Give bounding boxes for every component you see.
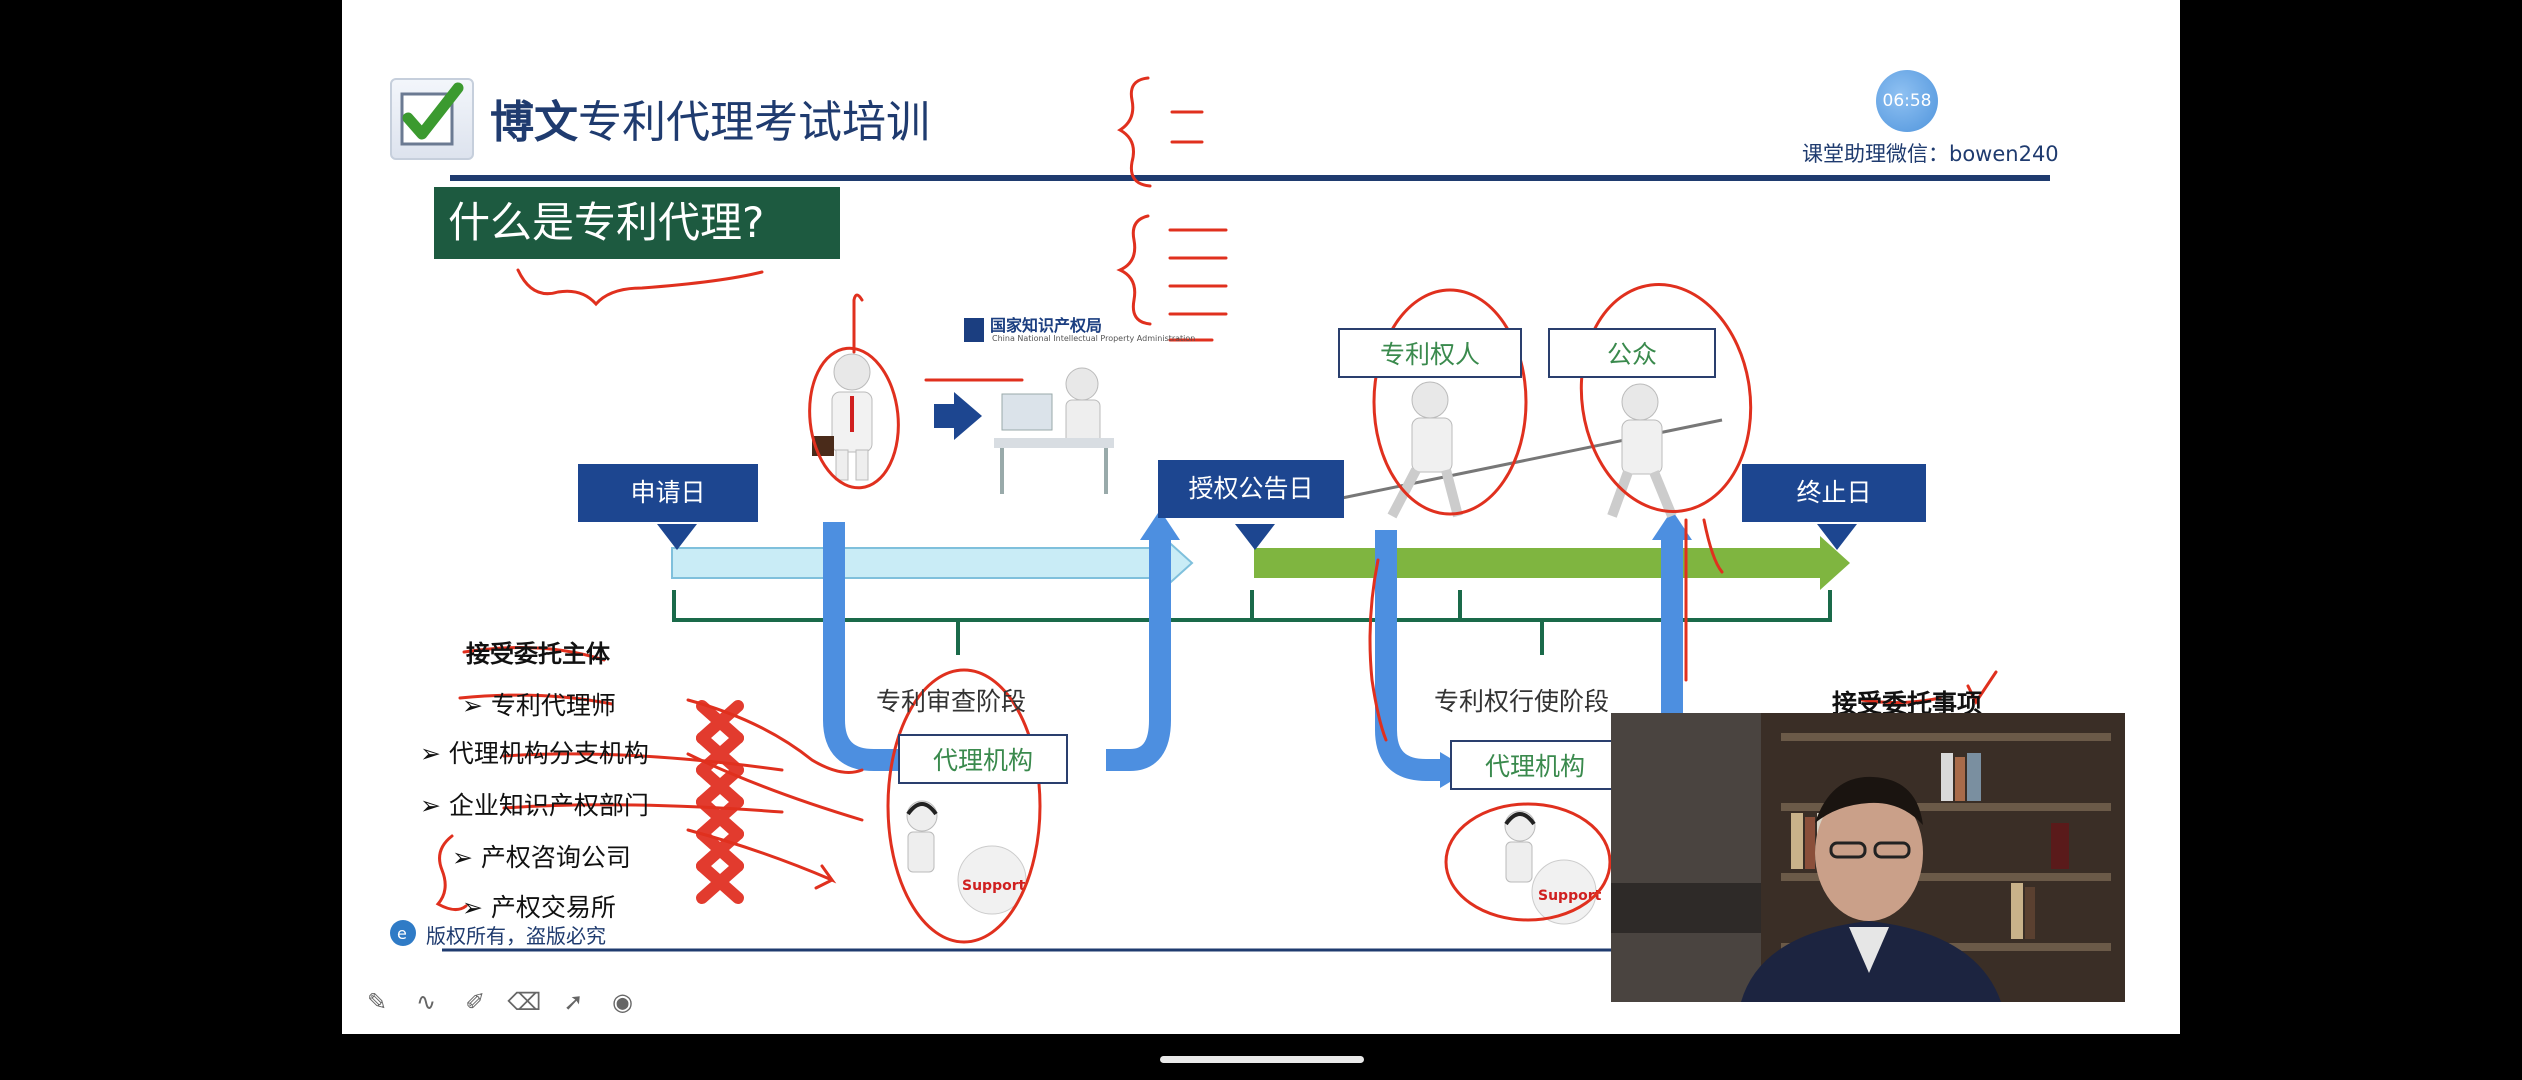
cross-marks — [696, 700, 744, 904]
examination-bracket — [672, 590, 1462, 622]
end-date-box: 终止日 — [1742, 464, 1926, 522]
grant-date-box: 授权公告日 — [1158, 460, 1344, 518]
curve-icon[interactable]: ∿ — [416, 988, 437, 1016]
support-label: Support — [962, 878, 1026, 894]
eraser-icon[interactable]: ⌫ — [507, 988, 542, 1016]
copyright-notice: 版权所有，盗版必究 — [426, 924, 606, 948]
header-divider — [450, 175, 2050, 181]
agency-box-right: 代理机构 — [1450, 740, 1620, 790]
diagram-graphics: Support Support — [435, 76, 2002, 952]
applicant-figure-icon — [812, 353, 873, 481]
timeline-green-arrow — [1254, 536, 1850, 590]
examination-phase-label: 专利审查阶段 — [876, 687, 1027, 716]
pointer-icon[interactable]: ➚ — [563, 988, 584, 1016]
assistant-wechat: 课堂助理微信：bowen240 — [1802, 142, 2059, 166]
enforcement-phase-label: 专利权行使阶段 — [1434, 687, 1610, 716]
svg-text:e: e — [397, 924, 407, 943]
submit-arrow-icon — [934, 392, 982, 440]
examiner-at-desk-icon — [994, 367, 1114, 494]
agency-box-left: 代理机构 — [898, 734, 1068, 784]
checkmark-logo-icon — [390, 78, 474, 160]
list-item: ➢ 产权咨询公司 — [452, 843, 631, 872]
record-icon[interactable]: ◉ — [611, 988, 633, 1016]
list-item: ➢ 代理机构分支机构 — [420, 739, 649, 768]
apply-date-box: 申请日 — [578, 464, 758, 522]
patentee-box: 专利权人 — [1338, 328, 1522, 378]
support-figure-icon — [906, 800, 1027, 915]
copyright-logo-icon: e — [388, 918, 418, 952]
support-figure-right-icon — [1504, 810, 1597, 925]
cnipa-logo-icon — [964, 318, 984, 342]
cnipa-logo-text: 国家知识产权局 — [990, 316, 1103, 335]
tug-of-war-icon — [1341, 381, 1723, 519]
list-item: ➢ 企业知识产权部门 — [420, 791, 649, 820]
section-title: 什么是专利代理? — [434, 187, 840, 259]
list-item: ➢ 专利代理师 — [462, 691, 616, 720]
support-label-right: Support — [1538, 888, 1602, 904]
cnipa-logo-subtext: China National Intellectual Property Adm… — [992, 334, 1196, 343]
list-item: ➢ 产权交易所 — [462, 893, 616, 922]
entrusted-subjects-heading: 接受委托主体 — [466, 640, 610, 668]
countdown-timer: 06:58 — [1876, 70, 1938, 132]
timeline-cyan-arrow — [671, 533, 1194, 593]
public-box: 公众 — [1548, 328, 1716, 378]
ink-annotations — [435, 76, 1998, 944]
marker-icon[interactable]: ✐ — [465, 988, 486, 1016]
presenter-webcam — [1611, 713, 2125, 1002]
enforcement-bracket — [1250, 590, 1832, 622]
annotation-toolbar: ✎ ∿ ✐ ⌫ ➚ ◉ — [360, 988, 649, 1016]
presentation-slide: 博文专利代理考试培训 06:58 课堂助理微信：bowen240 什么是专利代理… — [342, 0, 2180, 1034]
pen-icon[interactable]: ✎ — [366, 988, 388, 1016]
home-indicator[interactable] — [1160, 1056, 1364, 1063]
brand-title: 博文专利代理考试培训 — [490, 97, 930, 148]
